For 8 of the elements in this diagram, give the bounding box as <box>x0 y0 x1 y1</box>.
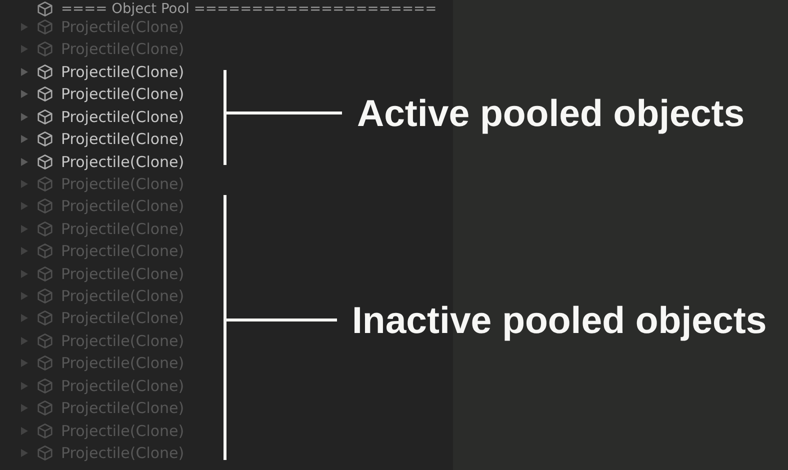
object-name: Projectile(Clone) <box>61 129 184 150</box>
pool-header: ==== Object Pool ===================== <box>61 0 437 19</box>
object-name: Projectile(Clone) <box>61 106 184 127</box>
object-name: Projectile(Clone) <box>61 62 184 82</box>
object-name: Projectile(Clone) <box>61 152 184 172</box>
annotation-label: Active pooled objects <box>357 92 745 134</box>
annotation-label: Inactive pooled objects <box>352 299 767 341</box>
object-name: Projectile(Clone) <box>61 84 184 104</box>
